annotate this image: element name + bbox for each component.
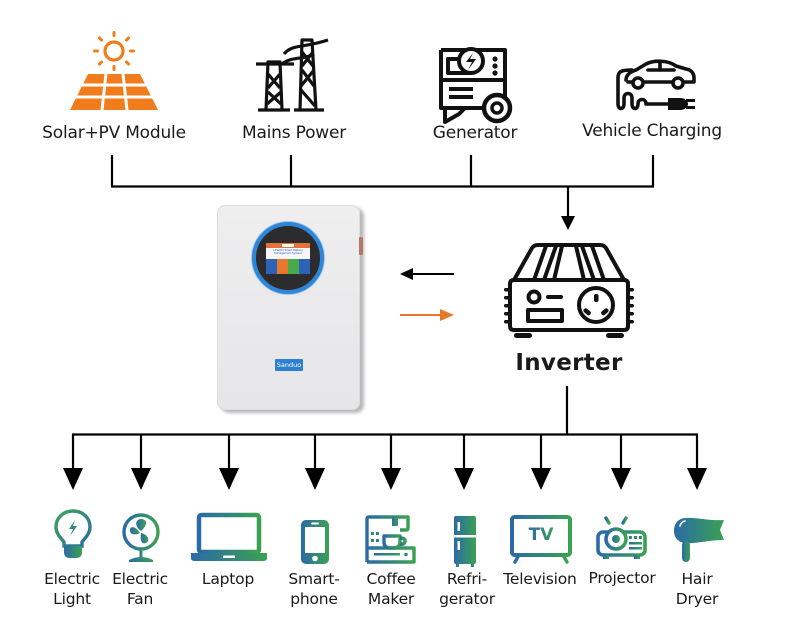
battery-screen-tiles: [266, 259, 310, 274]
arrowhead-electric-light: [63, 468, 83, 490]
inverter-label: Inverter: [515, 350, 623, 376]
load-label-projector: Projector: [588, 569, 656, 587]
arrowhead-projector: [611, 468, 631, 490]
solar-panel-icon: [70, 31, 158, 111]
load-label-electric-light: Electric Light: [44, 570, 100, 608]
ev-charging-icon: [616, 59, 696, 111]
source-bus: [110, 155, 655, 218]
tv-icon-text: TV: [529, 525, 555, 545]
battery-brand-logo: Sanduo: [275, 359, 303, 371]
load-label-hair-dryer: Hair Dryer: [675, 570, 719, 608]
smartphone-icon: [301, 520, 329, 564]
laptop-icon: [191, 512, 267, 561]
power-tower-icon: [256, 38, 329, 112]
load-label-coffee-maker: Coffee Maker: [366, 570, 416, 608]
television-icon: TV: [510, 515, 572, 564]
source-label-solar: Solar+PV Module: [42, 123, 186, 143]
arrowhead-television: [531, 468, 551, 490]
source-label-vehicle: Vehicle Charging: [582, 121, 722, 141]
screen-tile: [299, 259, 310, 274]
hair-dryer-icon: [674, 517, 724, 562]
coffee-maker-icon: [365, 515, 416, 564]
discharge-arrow: [400, 268, 454, 280]
charge-arrow: [400, 309, 454, 321]
screen-tile: [266, 259, 277, 274]
load-arrowheads: [63, 468, 707, 490]
source-label-generator: Generator: [432, 123, 518, 143]
screen-tile: [288, 259, 299, 274]
arrowhead-smartphone: [305, 468, 325, 490]
arrowhead-electric-fan: [131, 468, 151, 490]
load-bus: [71, 386, 699, 470]
arrowhead-laptop: [219, 468, 239, 490]
inverter-icon: [504, 243, 634, 338]
screen-tile: [277, 259, 288, 274]
battery-unit: LiFePO4 Smart Battery Management System …: [217, 205, 363, 410]
refrigerator-icon: [454, 516, 476, 567]
projector-icon: [596, 513, 647, 559]
light-bulb-icon: [54, 509, 92, 558]
arrowhead-hair-dryer: [687, 468, 707, 490]
battery-display-ring: LiFePO4 Smart Battery Management System: [252, 222, 324, 294]
load-label-smartphone: Smart- phone: [288, 570, 340, 608]
to-inverter-arrowhead: [561, 216, 575, 230]
load-label-refrigerator: Refri- gerator: [439, 570, 495, 608]
load-label-television: Television: [503, 570, 577, 588]
source-label-mains: Mains Power: [241, 123, 347, 143]
battery-side-terminal: [359, 237, 363, 255]
load-label-laptop: Laptop: [201, 570, 255, 588]
arrowhead-refrigerator: [454, 468, 474, 490]
fan-icon: [122, 513, 160, 562]
battery-screen-title: LiFePO4 Smart Battery Management System: [266, 248, 310, 259]
battery-screen: LiFePO4 Smart Battery Management System: [266, 243, 310, 274]
arrowhead-coffee-maker: [381, 468, 401, 490]
generator-icon: [439, 47, 513, 124]
load-label-electric-fan: Electric Fan: [112, 570, 168, 608]
